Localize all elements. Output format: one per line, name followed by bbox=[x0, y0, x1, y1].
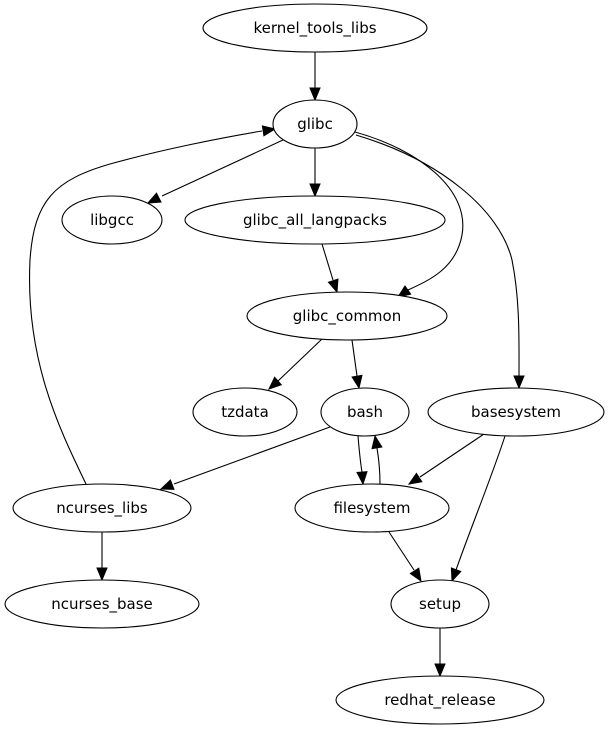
arrowhead-icon bbox=[356, 471, 368, 486]
edge-line bbox=[357, 435, 363, 473]
node-label: kernel_tools_libs bbox=[253, 19, 376, 38]
node-ncurses-libs[interactable]: ncurses_libs bbox=[12, 483, 192, 533]
node-glibc[interactable]: glibc bbox=[272, 99, 358, 149]
edge-line bbox=[376, 447, 381, 485]
node-kernel-tools-libs[interactable]: kernel_tools_libs bbox=[202, 3, 428, 53]
arrowhead-icon bbox=[309, 183, 321, 198]
edge-setup-to-redhat_release bbox=[434, 628, 446, 678]
arrowhead-icon bbox=[159, 479, 175, 490]
node-label: redhat_release bbox=[384, 691, 495, 710]
node-ellipse bbox=[184, 195, 446, 245]
edge-bash-to-filesystem bbox=[356, 435, 368, 486]
node-label: filesystem bbox=[333, 499, 410, 517]
node-ellipse bbox=[390, 579, 490, 629]
arrowhead-icon bbox=[96, 567, 108, 582]
edge-glibc-to-libgcc bbox=[146, 139, 284, 204]
node-label: ncurses_libs bbox=[56, 499, 148, 518]
node-label: ncurses_base bbox=[51, 595, 153, 614]
arrowhead-icon bbox=[268, 376, 283, 390]
arrowhead-icon bbox=[513, 375, 525, 390]
node-ellipse bbox=[294, 483, 450, 533]
arrowhead-icon bbox=[261, 125, 277, 137]
edge-kernel_tools_libs-to-glibc bbox=[309, 52, 321, 102]
node-ellipse bbox=[4, 579, 200, 629]
arrowhead-icon bbox=[309, 87, 321, 102]
node-bash[interactable]: bash bbox=[320, 387, 410, 437]
edge-glibc_all_langpacks-to-glibc_common bbox=[321, 243, 339, 294]
node-tzdata[interactable]: tzdata bbox=[192, 387, 298, 437]
arrowhead-icon bbox=[396, 285, 412, 298]
edge-filesystem-to-setup bbox=[388, 531, 422, 583]
node-ellipse bbox=[272, 99, 358, 149]
node-label: glibc_all_langpacks bbox=[243, 211, 387, 230]
node-label: setup bbox=[419, 595, 461, 613]
edge-line bbox=[351, 339, 358, 377]
edge-line bbox=[355, 134, 520, 377]
node-ellipse bbox=[335, 675, 545, 725]
arrowhead-icon bbox=[409, 567, 422, 583]
arrowhead-icon bbox=[434, 663, 446, 678]
arrowhead-icon bbox=[407, 472, 423, 485]
node-label: libgcc bbox=[90, 211, 134, 229]
node-ellipse bbox=[12, 483, 192, 533]
arrowhead-icon bbox=[450, 567, 462, 583]
edge-glibc-to-glibc_all_langpacks bbox=[309, 148, 321, 198]
arrowhead-icon bbox=[327, 278, 339, 294]
edge-line bbox=[419, 433, 485, 478]
node-label: bash bbox=[347, 403, 383, 421]
edge-glibc-to-glibc_common bbox=[354, 131, 464, 298]
edge-glibc_common-to-tzdata bbox=[268, 338, 323, 390]
node-label: glibc_common bbox=[293, 307, 401, 326]
node-label: glibc bbox=[297, 115, 333, 133]
edge-line bbox=[321, 243, 334, 281]
node-redhat-release[interactable]: redhat_release bbox=[335, 675, 545, 725]
edge-bash-to-ncurses_libs bbox=[159, 426, 331, 490]
node-ellipse bbox=[61, 195, 163, 245]
edge-basesystem-to-setup bbox=[450, 435, 506, 583]
node-glibc-common[interactable]: glibc_common bbox=[246, 291, 448, 341]
edge-line bbox=[161, 139, 284, 197]
edge-line bbox=[388, 531, 415, 571]
node-ellipse bbox=[202, 3, 428, 53]
edge-ncurses_libs-to-glibc bbox=[28, 125, 277, 485]
edge-line bbox=[173, 426, 331, 485]
edge-basesystem-to-filesystem bbox=[407, 433, 485, 485]
edge-line bbox=[277, 338, 323, 382]
node-ellipse bbox=[320, 387, 410, 437]
node-libgcc[interactable]: libgcc bbox=[61, 195, 163, 245]
arrowhead-icon bbox=[146, 192, 162, 204]
node-ellipse bbox=[192, 387, 298, 437]
edges-layer bbox=[28, 52, 525, 678]
node-setup[interactable]: setup bbox=[390, 579, 490, 629]
node-label: tzdata bbox=[221, 403, 269, 421]
edge-filesystem-to-bash bbox=[371, 434, 383, 485]
edge-line bbox=[354, 131, 464, 291]
edge-ncurses_libs-to-ncurses_base bbox=[96, 532, 108, 582]
edge-line bbox=[455, 435, 506, 571]
edge-glibc-to-basesystem bbox=[355, 134, 525, 390]
node-label: basesystem bbox=[471, 403, 561, 421]
arrowhead-icon bbox=[351, 374, 363, 390]
node-ncurses-base[interactable]: ncurses_base bbox=[4, 579, 200, 629]
node-ellipse bbox=[427, 387, 605, 437]
node-ellipse bbox=[246, 291, 448, 341]
node-basesystem[interactable]: basesystem bbox=[427, 387, 605, 437]
edge-line bbox=[28, 130, 263, 485]
node-glibc-all-langpacks[interactable]: glibc_all_langpacks bbox=[184, 195, 446, 245]
arrowhead-icon bbox=[371, 434, 383, 450]
edge-glibc_common-to-bash bbox=[351, 339, 363, 390]
node-filesystem[interactable]: filesystem bbox=[294, 483, 450, 533]
